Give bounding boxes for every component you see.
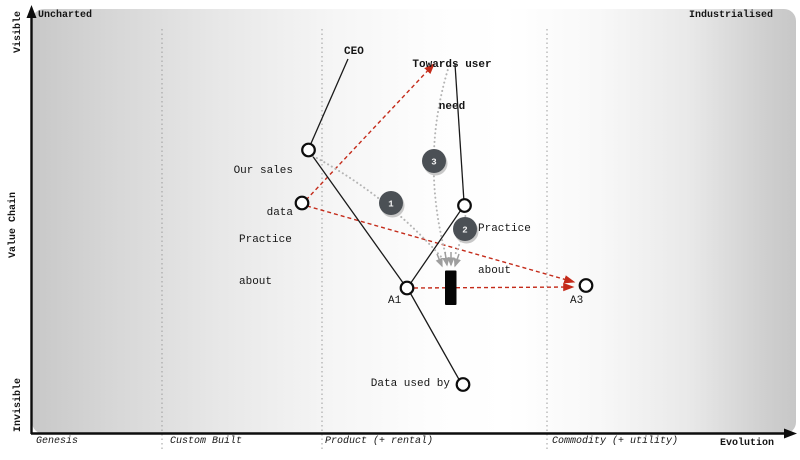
- step-marker-3: 3: [422, 149, 448, 176]
- y-axis-label-invisible: Invisible: [13, 377, 24, 432]
- stage-label-product: Product (+ rental): [325, 436, 434, 447]
- y-axis-label-value-chain: Value Chain: [8, 191, 19, 258]
- node-circle-a3: [578, 278, 594, 293]
- stage-label-commodity: Commodity (+ utility): [552, 436, 679, 447]
- node-label-a1: A1: [388, 295, 402, 307]
- node-circle-data-used-by: [455, 377, 471, 392]
- node-label-ceo: CEO: [344, 46, 364, 58]
- target-bar: [445, 270, 457, 305]
- node-circle-our-sales-data: [301, 142, 316, 158]
- svg-text:2: 2: [462, 226, 467, 236]
- node-label-data-used-by: Data used by: [370, 378, 450, 390]
- y-axis-arrow-icon: [26, 5, 37, 18]
- link-sales-data-to-a1: [308, 150, 407, 288]
- region-label-industrialised: Industrialised: [688, 10, 773, 21]
- node-label-our-sales-data: Our sales data: [233, 165, 293, 219]
- node-label-practice-about-left: Practice about: [239, 234, 292, 288]
- red-arrow-a1-to-a3: [413, 282, 575, 292]
- region-label-uncharted: Uncharted: [38, 10, 93, 21]
- link-practice-right-to-user-need: [454, 63, 465, 203]
- red-arrow-practice-to-a3: [306, 205, 576, 284]
- node-label-towards-user-need: Towards user need: [412, 59, 492, 113]
- node-circle-practice-about-left: [294, 195, 310, 211]
- link-a1-to-practice-right: [407, 206, 464, 288]
- link-ceo-to-sales-data: [308, 58, 349, 149]
- node-label-a3: A3: [570, 295, 584, 307]
- svg-text:1: 1: [388, 200, 394, 210]
- step-marker-1: 1: [379, 191, 405, 218]
- x-axis-arrow-icon: [784, 428, 797, 439]
- movement-arrow-fan-icon: [435, 251, 461, 268]
- node-label-practice-about-right: Practice about: [478, 223, 531, 277]
- map-gradient-background: [32, 9, 796, 434]
- svg-text:3: 3: [431, 158, 436, 168]
- stage-label-custom-built: Custom Built: [170, 436, 243, 447]
- node-circle-practice-about-right: [457, 198, 472, 213]
- step-marker-2: 2: [453, 217, 479, 244]
- stage-label-genesis: Genesis: [36, 436, 79, 447]
- y-axis-label-visible: Visible: [13, 10, 24, 53]
- node-circle-a1: [399, 280, 415, 296]
- x-axis-label-evolution: Evolution: [720, 438, 775, 449]
- link-a1-to-data-used-by: [407, 288, 462, 384]
